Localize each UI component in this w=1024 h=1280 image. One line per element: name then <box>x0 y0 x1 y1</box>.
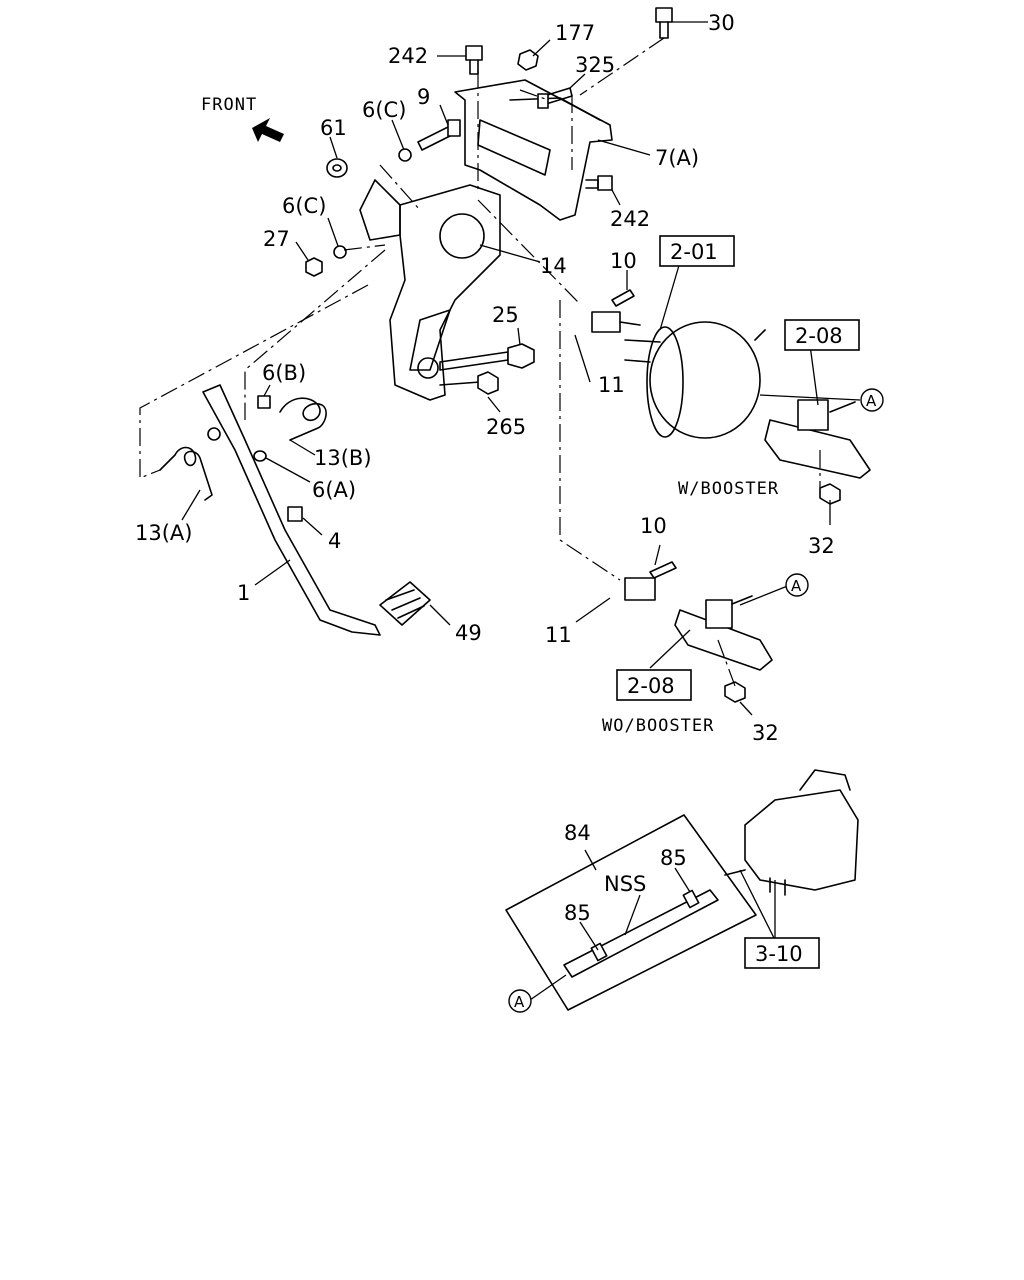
label-6b: 6(B) <box>262 361 306 385</box>
label-11-bottom: 11 <box>545 623 572 647</box>
ref-2-01: 2-01 <box>670 240 718 264</box>
note-with-booster: W/BOOSTER <box>678 479 779 499</box>
label-49: 49 <box>455 621 482 645</box>
connector-a-3-label: A <box>514 993 525 1011</box>
reservoir-tank <box>724 769 859 896</box>
label-11-top: 11 <box>598 373 625 397</box>
guide-line-6 <box>519 89 549 101</box>
guide-line-9 <box>343 244 386 251</box>
hose-assembly-box <box>505 814 757 1011</box>
ref-box-3-10 <box>744 937 820 969</box>
bolt-242-top <box>465 45 483 75</box>
label-242-mid: 242 <box>610 207 650 231</box>
spring-13b <box>257 395 327 441</box>
label-10-top: 10 <box>610 249 637 273</box>
label-27: 27 <box>263 227 290 251</box>
guide-line-5 <box>244 249 386 420</box>
label-6c-top: 6(C) <box>362 98 406 122</box>
label-25: 25 <box>492 303 519 327</box>
front-arrow-icon <box>252 118 284 142</box>
label-10-bottom: 10 <box>640 514 667 538</box>
label-13a: 13(A) <box>135 521 192 545</box>
label-85-left: 85 <box>564 901 591 925</box>
connector-a-1 <box>860 388 884 412</box>
pedal-bracket <box>359 179 501 401</box>
nut-27 <box>305 257 323 277</box>
guide-line-8 <box>379 164 421 211</box>
guide-line-12 <box>579 37 665 96</box>
label-177: 177 <box>555 21 595 45</box>
label-4: 4 <box>328 529 341 553</box>
ref-box-2-08-top <box>784 319 860 351</box>
bolt-30 <box>655 7 673 39</box>
ref-box-2-01 <box>659 235 735 267</box>
label-85-right: 85 <box>660 846 687 870</box>
label-7a: 7(A) <box>655 146 699 170</box>
label-325: 325 <box>575 53 615 77</box>
label-84: 84 <box>564 821 591 845</box>
clevis-top <box>591 289 641 333</box>
label-14: 14 <box>540 254 567 278</box>
pedal-pad-49 <box>379 581 431 626</box>
upper-bracket <box>454 79 613 221</box>
nut-6c-top <box>398 148 412 162</box>
label-9: 9 <box>417 85 430 109</box>
clevis-bottom <box>624 561 677 601</box>
bolt-25 <box>439 343 535 371</box>
connector-a-2-label: A <box>791 577 802 595</box>
label-30: 30 <box>708 11 735 35</box>
front-label: FRONT <box>201 95 257 115</box>
label-242-top: 242 <box>388 44 428 68</box>
washer-61 <box>326 158 348 178</box>
label-265: 265 <box>486 415 526 439</box>
guide-line-3 <box>559 300 621 581</box>
guide-line-4 <box>139 284 369 479</box>
connector-a-3 <box>508 989 532 1013</box>
ref-3-10: 3-10 <box>755 942 803 966</box>
master-cylinder-without-booster <box>674 595 773 703</box>
guide-line-2 <box>477 199 579 303</box>
label-6a: 6(A) <box>312 478 356 502</box>
label-61: 61 <box>320 116 347 140</box>
spring-13a <box>159 446 213 501</box>
bolt-242-mid <box>585 175 613 191</box>
bolt-9 <box>417 119 461 151</box>
ref-box-2-08-bottom <box>616 669 692 701</box>
nut-177 <box>517 49 539 71</box>
connector-a-2 <box>785 573 809 597</box>
master-cylinder-with-booster <box>764 399 871 505</box>
label-32-top: 32 <box>808 534 835 558</box>
label-1: 1 <box>237 581 250 605</box>
label-13b: 13(B) <box>314 446 372 470</box>
nut-265 <box>439 371 499 395</box>
ref-2-08-top: 2-08 <box>795 324 843 348</box>
brake-booster <box>624 321 766 439</box>
connector-a-1-label: A <box>866 392 877 410</box>
bushing-6a <box>253 450 267 462</box>
nut-6c-mid <box>333 245 347 259</box>
label-32-bottom: 32 <box>752 721 779 745</box>
label-nss: NSS <box>604 872 646 896</box>
pedal-arm <box>202 384 381 636</box>
label-6c-mid: 6(C) <box>282 194 326 218</box>
guide-line-11 <box>717 639 736 687</box>
ref-2-08-bottom: 2-08 <box>627 674 675 698</box>
note-without-booster: WO/BOOSTER <box>602 716 714 736</box>
